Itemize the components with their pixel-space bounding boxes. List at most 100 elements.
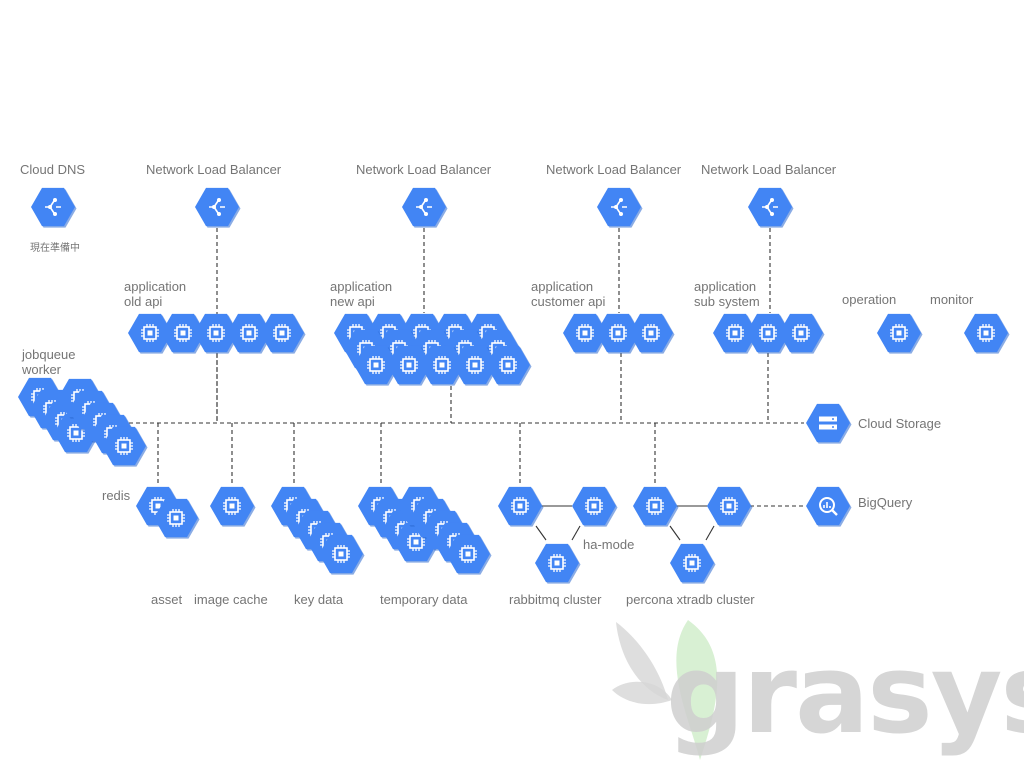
app-old-vm[interactable]: [128, 313, 174, 354]
app-customer-vm[interactable]: [629, 313, 675, 354]
app-old-vm[interactable]: [260, 313, 306, 354]
app-new-vm[interactable]: [486, 345, 532, 386]
leaf-green-icon: [676, 620, 718, 760]
label-temporary-data: temporary data: [380, 592, 468, 607]
percona-ring-right: [705, 525, 715, 541]
compute-chip-icon: [510, 496, 530, 516]
watermark-text: grasys: [666, 630, 1024, 758]
label-ha-mode: ha-mode: [583, 537, 635, 552]
leaf-gray-icon: [616, 622, 668, 700]
compute-chip-icon: [458, 544, 478, 564]
percona-vm[interactable]: [707, 486, 753, 527]
lb1-node[interactable]: [195, 187, 241, 228]
compute-chip-icon: [206, 323, 226, 343]
app-new-vm[interactable]: [420, 345, 466, 386]
app-old-vm[interactable]: [161, 313, 207, 354]
app-customer-vm[interactable]: [563, 313, 609, 354]
compute-chip-icon: [791, 323, 811, 343]
rabbitmq-ring-left: [535, 525, 547, 541]
hexagon-shape: [195, 187, 239, 227]
redis-vm[interactable]: [154, 498, 200, 539]
percona-vm[interactable]: [670, 543, 716, 584]
compute-chip-icon: [645, 496, 665, 516]
hexagon-shape: [402, 187, 446, 227]
rabbitmq-vm[interactable]: [498, 486, 544, 527]
label-app-old: application old api: [124, 279, 187, 309]
label-lb-3: Network Load Balancer: [546, 162, 682, 177]
compute-chip-icon: [976, 323, 996, 343]
hexagon-shape: [31, 187, 75, 227]
nodes: [18, 187, 1010, 584]
rabbitmq-ring-right: [571, 525, 581, 541]
label-cloud-dns: Cloud DNS: [20, 162, 86, 177]
label-lb-2: Network Load Balancer: [356, 162, 492, 177]
label-monitor: monitor: [930, 292, 974, 307]
hexagon-shape: [748, 187, 792, 227]
compute-chip-icon: [222, 496, 242, 516]
compute-chip-icon: [758, 323, 778, 343]
connection-lines: [108, 228, 806, 541]
compute-chip-icon: [608, 323, 628, 343]
app-old-vm[interactable]: [227, 313, 273, 354]
lb3-node[interactable]: [597, 187, 643, 228]
image-cache-vm[interactable]: [210, 486, 256, 527]
compute-chip-icon: [725, 323, 745, 343]
compute-chip-icon: [331, 544, 351, 564]
label-redis: redis: [102, 488, 131, 503]
compute-chip-icon: [575, 323, 595, 343]
leaf-gray-icon: [612, 681, 672, 705]
lb2-node[interactable]: [402, 187, 448, 228]
app-new-vm[interactable]: [387, 345, 433, 386]
label-bigquery: BigQuery: [858, 495, 913, 510]
compute-chip-icon: [239, 323, 259, 343]
compute-chip-icon: [547, 553, 567, 573]
percona-vm[interactable]: [633, 486, 679, 527]
hexagon-shape: [806, 486, 850, 526]
rabbitmq-vm[interactable]: [572, 486, 618, 527]
label-key-data: key data: [294, 592, 344, 607]
compute-chip-icon: [719, 496, 739, 516]
compute-chip-icon: [140, 323, 160, 343]
bigquery-node[interactable]: [806, 486, 852, 527]
watermark-leaf-icon: [612, 620, 718, 760]
app-new-vm[interactable]: [453, 345, 499, 386]
label-asset: asset: [151, 592, 183, 607]
compute-chip-icon: [399, 355, 419, 375]
compute-chip-icon: [272, 323, 292, 343]
operation-vm[interactable]: [877, 313, 923, 354]
compute-chip-icon: [432, 355, 452, 375]
compute-chip-icon: [498, 355, 518, 375]
label-lb-1: Network Load Balancer: [146, 162, 282, 177]
label-cloud-storage: Cloud Storage: [858, 416, 942, 431]
label-dns-note: 現在準備中: [30, 243, 80, 254]
label-operation: operation: [842, 292, 897, 307]
jobqueue-worker-vm[interactable]: [102, 426, 148, 467]
cloud-storage-node[interactable]: [806, 403, 852, 444]
label-rabbitmq: rabbitmq cluster: [509, 592, 602, 607]
compute-chip-icon: [465, 355, 485, 375]
app-sub-vm[interactable]: [746, 313, 792, 354]
compute-chip-icon: [641, 323, 661, 343]
label-app-sub: application sub system: [694, 279, 760, 309]
compute-chip-icon: [584, 496, 604, 516]
label-percona: percona xtradb cluster: [626, 592, 755, 607]
compute-chip-icon: [114, 436, 134, 456]
monitor-vm[interactable]: [964, 313, 1010, 354]
app-sub-vm[interactable]: [779, 313, 825, 354]
percona-ring-left: [669, 525, 681, 541]
hexagon-shape: [597, 187, 641, 227]
rabbitmq-vm[interactable]: [535, 543, 581, 584]
compute-chip-icon: [889, 323, 909, 343]
app-new-vm[interactable]: [354, 345, 400, 386]
cloud-dns-node[interactable]: [31, 187, 77, 228]
label-app-new: application new api: [330, 279, 393, 309]
lb4-node[interactable]: [748, 187, 794, 228]
app-old-vm[interactable]: [194, 313, 240, 354]
app-customer-vm[interactable]: [596, 313, 642, 354]
compute-chip-icon: [173, 323, 193, 343]
compute-chip-icon: [366, 355, 386, 375]
temporary-data-vm[interactable]: [446, 534, 492, 575]
key-data-vm[interactable]: [319, 534, 365, 575]
app-sub-vm[interactable]: [713, 313, 759, 354]
